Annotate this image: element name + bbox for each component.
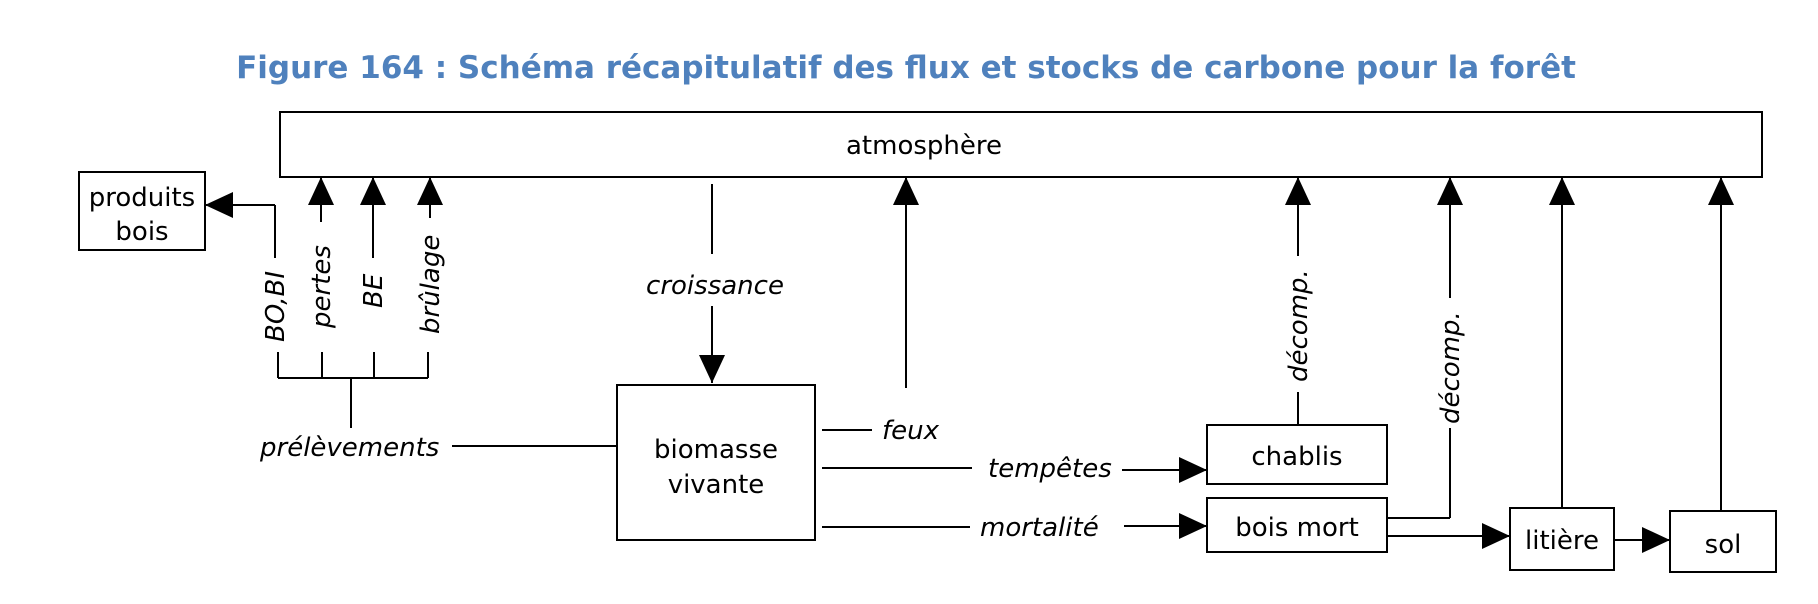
croissance-label: croissance (646, 271, 784, 301)
biomasse-vivante-box (616, 384, 816, 541)
litiere-box (1509, 507, 1615, 571)
produits-bois-label-1: produits (89, 183, 195, 213)
bo-bi-label: BO,BI (261, 271, 291, 342)
bois-mort-box (1206, 497, 1388, 553)
sol-label: sol (1705, 530, 1742, 560)
prelevements-label: prélèvements (259, 433, 439, 463)
atmosphere-label: atmosphère (846, 131, 1002, 161)
pertes-label: pertes (307, 245, 337, 329)
chablis-label: chablis (1251, 442, 1342, 472)
figure-title: Figure 164 : Schéma récapitulatif des fl… (236, 50, 1576, 86)
biomasse-label-2: vivante (668, 470, 765, 500)
mortalite-label: mortalité (980, 513, 1099, 543)
feux-label: feux (882, 416, 940, 446)
sol-box (1669, 510, 1777, 573)
prelevements-flows (205, 177, 617, 447)
biomasse-label-1: biomasse (654, 435, 778, 465)
decomp-chablis-label: décomp. (1284, 269, 1314, 382)
tempetes-label: tempêtes (988, 454, 1112, 484)
produits-bois-box (78, 171, 206, 251)
brulage-label: brûlage (416, 235, 446, 334)
litiere-label: litière (1525, 526, 1599, 556)
decomp-bois-mort-label: décomp. (1436, 311, 1466, 424)
be-label: BE (359, 273, 389, 308)
atmosphere-box (279, 111, 1763, 178)
produits-bois-label-2: bois (115, 217, 168, 247)
bois-mort-label: bois mort (1235, 513, 1359, 543)
